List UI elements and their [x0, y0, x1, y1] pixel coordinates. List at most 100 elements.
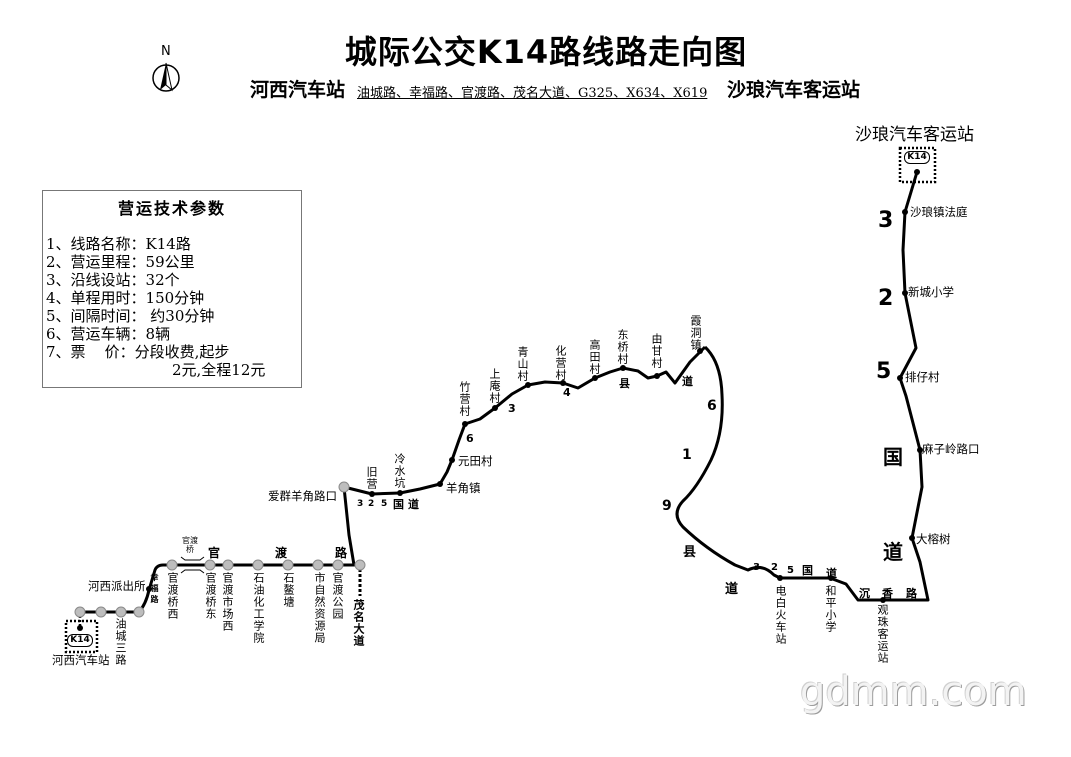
stop-dots	[146, 209, 923, 603]
stop-label: 沙琅镇法庭	[910, 205, 968, 219]
road-label: 道	[408, 498, 419, 511]
transfer-stop-markers	[74, 481, 366, 618]
stop-marker	[312, 559, 324, 571]
road-label: 国	[393, 498, 404, 511]
route-line-connector	[342, 486, 356, 566]
stop-label: 河西派出所	[88, 579, 146, 593]
stop-dot	[462, 421, 468, 427]
parameters-heading: 营运技术参数	[117, 199, 226, 218]
stop-label: 官渡桥西	[166, 572, 179, 620]
stop-dot	[592, 375, 598, 381]
parameter-line: 6、营运车辆：8辆	[46, 325, 171, 343]
stop-marker	[338, 481, 350, 493]
stop-dot	[828, 575, 834, 581]
terminal-dot-hexi	[77, 625, 83, 631]
route-badge-shalang: K14	[904, 151, 930, 164]
operation-parameters-box: 营运技术参数 1、线路名称：K14路 2、营运里程：59公里 3、沿线设站：32…	[42, 190, 302, 388]
road-label: 3	[753, 562, 760, 573]
road-label: 2	[771, 562, 778, 573]
road-label: 县	[619, 377, 630, 390]
stop-label: 市自然资源局	[313, 572, 326, 644]
route-badge-hexi: K14	[67, 634, 93, 647]
stop-label: 爱群羊角路口	[268, 489, 337, 503]
road-label: 国	[883, 445, 903, 469]
stop-label: 竹营村	[458, 381, 471, 417]
road-label: 道	[883, 540, 903, 564]
stop-label: 河西汽车站	[52, 653, 110, 667]
parameter-line-continued: 2元,全程12元	[172, 361, 266, 379]
parameter-line: 4、单程用时：150分钟	[46, 289, 205, 307]
subtitle-origin: 河西汽车站	[250, 79, 346, 101]
stop-dot	[560, 380, 566, 386]
road-label: 2	[368, 499, 375, 509]
stop-label: 官渡公园	[331, 572, 344, 620]
road-label: 沉	[859, 587, 870, 600]
road-label: 道	[826, 567, 837, 580]
subtitle-destination: 沙琅汽车客运站	[727, 79, 861, 101]
road-label: 路	[335, 546, 348, 560]
stop-dot	[492, 405, 498, 411]
road-label: 3	[357, 499, 364, 509]
stop-marker	[95, 606, 107, 618]
stop-dot	[902, 290, 908, 296]
road-label: 5	[787, 565, 794, 576]
road-label: 5	[876, 359, 892, 384]
stop-dot	[777, 575, 783, 581]
stop-label: 大榕树	[916, 532, 951, 546]
stop-dot	[437, 481, 443, 487]
stop-label: 元田村	[458, 454, 493, 468]
stop-dot	[902, 209, 908, 215]
stop-label: 电白火车站	[774, 585, 787, 645]
stop-label: 排仔村	[905, 370, 940, 384]
page-title: 城际公交K14路线路走向图	[344, 33, 748, 71]
stop-label: 由甘村	[650, 333, 663, 369]
stop-label: 青山村	[516, 346, 529, 382]
stop-label: 羊角镇	[446, 481, 481, 495]
stop-dot	[449, 457, 455, 463]
road-label: 6	[707, 398, 717, 414]
stop-label: 麻子岭路口	[922, 442, 980, 456]
stop-dot	[146, 586, 152, 592]
terminal-dot-shalang	[914, 169, 920, 175]
stop-label: 新城小学	[908, 285, 954, 299]
stop-marker	[354, 559, 366, 571]
stop-marker	[332, 559, 344, 571]
stop-marker	[204, 559, 216, 571]
stop-marker	[133, 606, 145, 618]
parameter-line: 7、票 价：分段收费,起步	[46, 343, 230, 361]
stop-label: 高田村	[588, 339, 601, 375]
stop-label: 旧营	[365, 466, 378, 490]
road-label: 5	[381, 499, 388, 509]
stop-marker	[166, 559, 178, 571]
road-label: 县	[683, 545, 697, 560]
road-label: 3	[878, 208, 894, 233]
stop-label: 上庵村	[488, 368, 501, 404]
stop-dot	[897, 375, 903, 381]
watermark: gdmm.com	[800, 669, 1027, 715]
stop-label-terminal: 沙琅汽车客运站	[855, 125, 974, 145]
road-label: 渡	[275, 546, 288, 560]
road-label: 9	[662, 498, 672, 514]
north-arrow-icon	[152, 62, 180, 92]
stop-dot	[880, 597, 886, 603]
parameter-line: 5、间隔时间： 约30分钟	[46, 307, 215, 325]
road-label: 4	[563, 386, 571, 399]
stop-label: 东桥村	[616, 329, 629, 365]
subtitle-via-roads: 油城路、幸福路、官渡路、茂名大道、G325、X634、X619	[357, 86, 708, 101]
north-label: N	[161, 44, 171, 59]
bridge-icon	[180, 556, 205, 574]
stop-marker	[115, 606, 127, 618]
road-label: 3	[508, 402, 516, 415]
road-label: 2	[878, 286, 894, 311]
stop-label: 油城三路	[114, 618, 127, 666]
parameter-line: 1、线路名称：K14路	[46, 235, 191, 253]
stop-label: 化营村	[554, 345, 567, 381]
stop-dot	[917, 447, 923, 453]
terminal-box-hexi	[64, 619, 99, 654]
stop-label: 冷水坑	[393, 453, 406, 489]
stop-dot	[525, 382, 531, 388]
stop-dot	[397, 490, 403, 496]
stop-label: 石油化工学院	[252, 572, 265, 644]
